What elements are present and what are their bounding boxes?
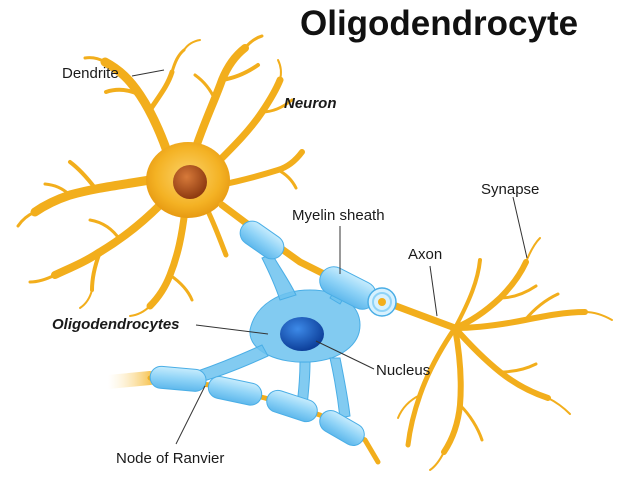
synapse-label: Synapse: [481, 181, 540, 198]
oligodendrocytes-label: Oligodendrocytes: [52, 316, 180, 333]
node-of-ranvier-label: Node of Ranvier: [116, 450, 225, 467]
lower-axon: [147, 365, 381, 465]
neuron-dendrites: [16, 34, 305, 317]
oligodendrocyte-nucleus: [280, 317, 324, 351]
neuron-nucleus: [173, 165, 207, 199]
dendrite-label: Dendrite: [62, 65, 119, 82]
axon-terminals: [397, 237, 613, 471]
incoming-axon-glow: [101, 371, 157, 389]
neuron-label: Neuron: [284, 95, 337, 112]
page-title: Oligodendrocyte: [300, 4, 579, 43]
myelin-sheath-label: Myelin sheath: [292, 207, 385, 224]
leader-lines: [131, 69, 528, 445]
myelin-sheath-upper: [239, 220, 397, 317]
nucleus-label: Nucleus: [376, 362, 431, 379]
axon-label: Axon: [408, 246, 443, 263]
